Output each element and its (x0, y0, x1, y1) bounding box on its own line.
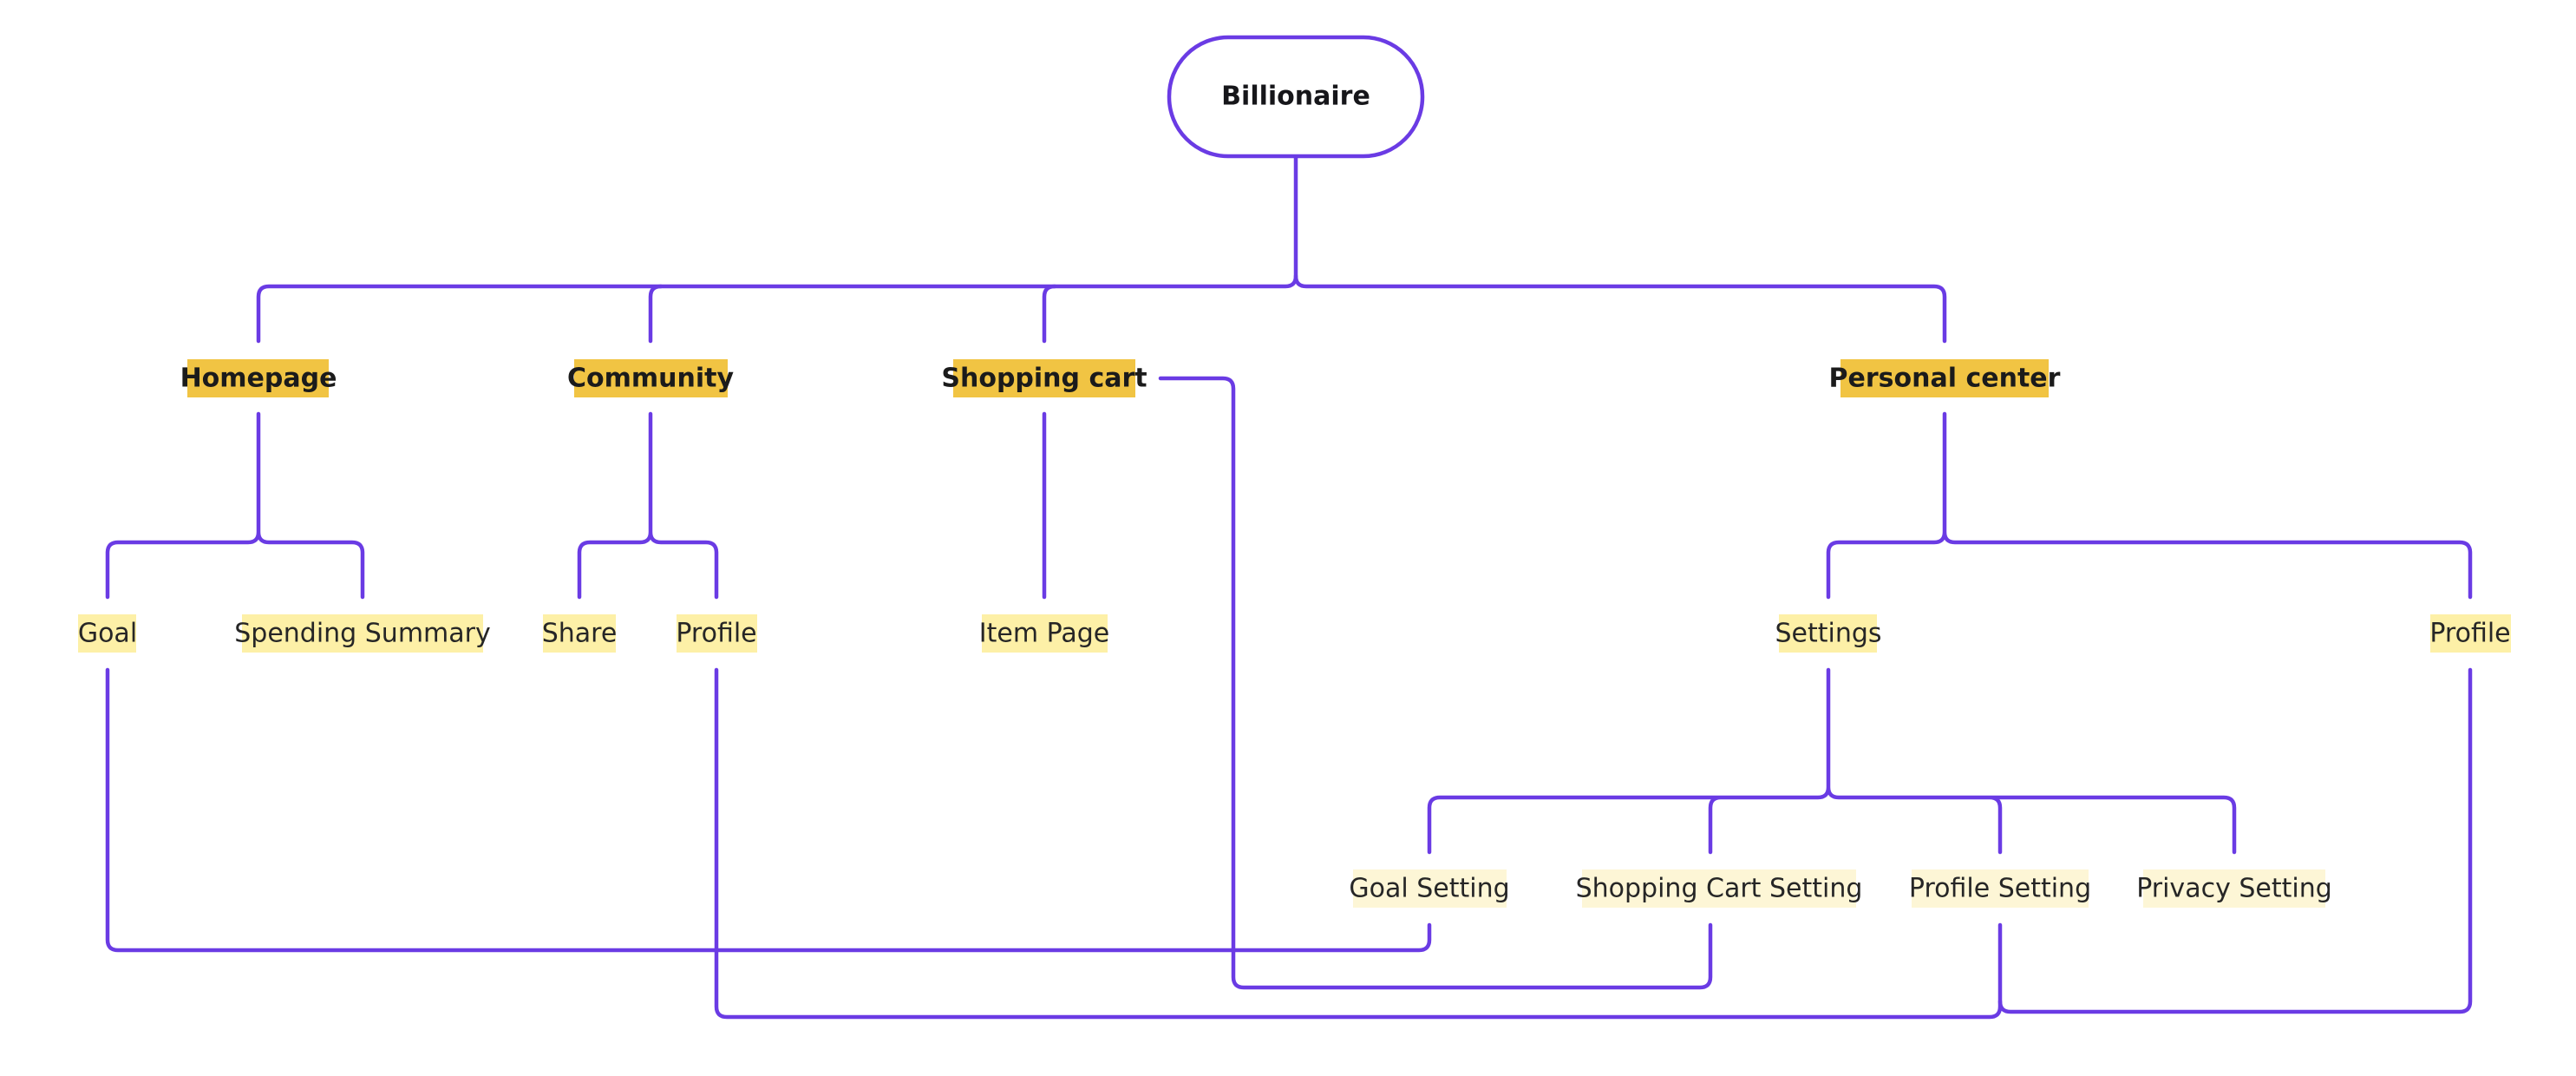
node-goal-highlight (78, 614, 136, 653)
connector-root-trunk (1293, 154, 1947, 344)
connector-homepage-children (105, 411, 365, 600)
node-settings: Settings (1775, 614, 1882, 653)
node-homepage: Homepage (180, 359, 337, 397)
node-homepage-label: Homepage (180, 364, 337, 394)
node-personal-center-highlight (1840, 359, 2049, 397)
connector-goal-to-goal-setting (105, 667, 1432, 953)
root-node-shape (1167, 35, 1425, 159)
node-community: Community (567, 359, 734, 397)
node-settings-label: Settings (1775, 619, 1881, 649)
node-shopping-cart-setting-label: Shopping Cart Setting (1576, 874, 1863, 904)
connectors (105, 154, 2473, 1020)
level-3-nodes: Goal Setting Shopping Cart Setting Profi… (1349, 869, 2332, 908)
node-share-label: Share (542, 619, 618, 649)
node-privacy-setting-highlight (2143, 869, 2325, 908)
node-goal-setting-label: Goal Setting (1349, 874, 1509, 904)
connector-root-to-shopping-cart (1042, 284, 1057, 344)
node-spending-summary: Spending Summary (234, 614, 491, 653)
level-2-nodes: Goal Spending Summary Share Profile Item… (78, 614, 2511, 653)
connector-root-to-homepage (256, 273, 1298, 344)
node-community-profile: Profile (676, 614, 757, 653)
node-privacy-setting-label: Privacy Setting (2136, 874, 2332, 904)
level-1-nodes: Homepage Community Shopping cart Persona… (180, 359, 2061, 397)
connector-shopping-cart-to-cart-setting (1158, 376, 1713, 990)
node-personal-profile: Profile (2429, 614, 2511, 653)
node-settings-highlight (1779, 614, 1877, 653)
node-community-label: Community (567, 364, 734, 394)
node-community-highlight (574, 359, 728, 397)
node-personal-center-label: Personal center (1829, 364, 2061, 394)
node-spending-summary-label: Spending Summary (234, 619, 491, 649)
node-goal-setting: Goal Setting (1349, 869, 1510, 908)
node-community-profile-highlight (677, 614, 757, 653)
node-goal: Goal (78, 614, 137, 653)
root-node: Billionaire (1167, 35, 1425, 159)
connector-settings-children (1427, 667, 2237, 855)
node-profile-setting: Profile Setting (1909, 869, 2091, 908)
node-personal-center: Personal center (1829, 359, 2061, 397)
connector-personal-profile-to-profile-setting (1997, 667, 2473, 1014)
node-profile-setting-label: Profile Setting (1909, 874, 2091, 904)
connector-community-children (577, 411, 719, 600)
node-item-page-label: Item Page (979, 619, 1109, 649)
node-shopping-cart-highlight (953, 359, 1135, 397)
node-shopping-cart-setting-highlight (1582, 869, 1856, 908)
root-node-label: Billionaire (1221, 82, 1370, 112)
node-share: Share (542, 614, 618, 653)
node-shopping-cart-setting: Shopping Cart Setting (1576, 869, 1863, 908)
node-privacy-setting: Privacy Setting (2136, 869, 2332, 908)
node-community-profile-label: Profile (676, 619, 756, 649)
node-personal-profile-label: Profile (2429, 619, 2510, 649)
node-goal-setting-highlight (1353, 869, 1507, 908)
node-profile-setting-highlight (1912, 869, 2089, 908)
node-shopping-cart-label: Shopping cart (941, 364, 1147, 394)
node-share-highlight (543, 614, 616, 653)
node-item-page: Item Page (979, 614, 1109, 653)
node-personal-profile-highlight (2430, 614, 2511, 653)
node-spending-summary-highlight (242, 614, 483, 653)
connector-community-profile-to-profile-setting (714, 667, 2003, 1020)
node-goal-label: Goal (78, 619, 137, 649)
node-homepage-highlight (187, 359, 329, 397)
node-item-page-highlight (982, 614, 1108, 653)
connector-root-to-community (648, 284, 664, 344)
connector-personal-center-children (1826, 411, 2473, 600)
node-shopping-cart: Shopping cart (941, 359, 1147, 397)
